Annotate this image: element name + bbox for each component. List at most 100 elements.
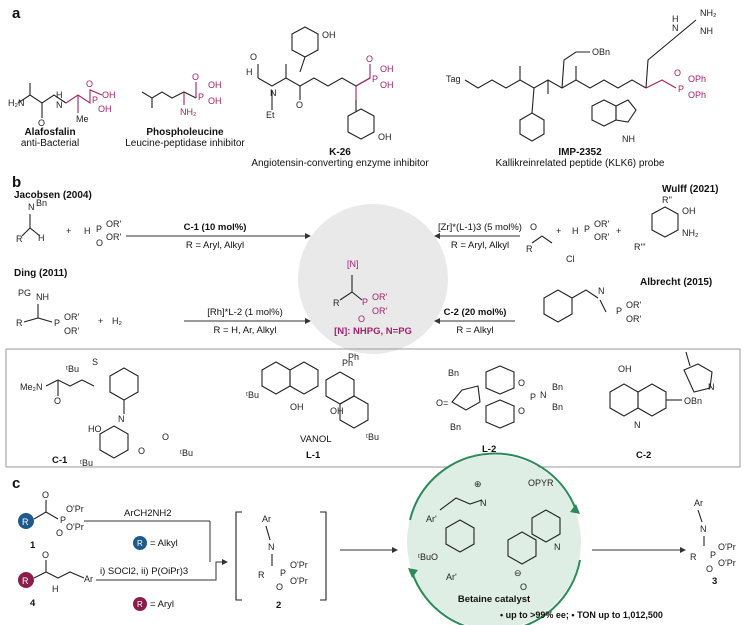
svg-text:OBn: OBn [592, 47, 610, 57]
ref-jacobsen: Jacobsen (2004) [14, 190, 92, 201]
svg-text:ᵗBu: ᵗBu [366, 432, 379, 442]
svg-text:OH: OH [330, 406, 344, 416]
svg-text:OH: OH [290, 402, 304, 412]
svg-text:Ph: Ph [348, 352, 359, 362]
svg-text:O: O [518, 406, 525, 416]
svg-text:OPYR: OPYR [528, 478, 554, 488]
cond-zr: [Zr]*(L-1)3 (5 mol%) [438, 222, 522, 233]
svg-text:NH₂: NH₂ [682, 228, 699, 238]
svg-text:⊕: ⊕ [474, 479, 482, 489]
svg-text:OPh: OPh [688, 90, 706, 100]
svg-text:P: P [584, 224, 590, 234]
svg-text:NH: NH [700, 26, 713, 36]
c2-structure: OH N OBn N [609, 351, 715, 430]
svg-text:O=: O= [436, 398, 448, 408]
svg-text:NH: NH [36, 292, 49, 302]
svg-text:P: P [678, 84, 684, 94]
c1-structure: Me₂N O ᵗBu S N HO ᵗBu O O ᵗBu [20, 357, 193, 468]
svg-text:Ar': Ar' [426, 514, 437, 524]
svg-text:P: P [96, 224, 102, 234]
cond-rh: [Rh]*L-2 (1 mol%) [207, 307, 283, 318]
svg-text:OR': OR' [372, 306, 388, 316]
svg-text:ᵗBu: ᵗBu [66, 364, 79, 374]
svg-text:O'Pr: O'Pr [718, 542, 736, 552]
svg-text:R'': R'' [662, 195, 672, 205]
svg-text:O: O [296, 100, 303, 110]
svg-text:OH: OH [618, 364, 632, 374]
svg-text:N: N [480, 498, 487, 508]
svg-text:Me₂N: Me₂N [20, 382, 43, 392]
reagent-top: ArCH2NH2 [124, 508, 172, 519]
svg-text:N: N [708, 382, 715, 392]
svg-text:H: H [246, 67, 253, 77]
phospholeucine-structure: NH₂ O P OH OH [141, 72, 222, 117]
svg-text:O'Pr: O'Pr [66, 504, 84, 514]
svg-text:+: + [556, 226, 561, 236]
catalyst-label-vanol: VANOL [300, 434, 332, 445]
l2-structure: Bn O= Bn O P O N Bn Bn [436, 365, 563, 432]
svg-text:O'Pr: O'Pr [290, 576, 308, 586]
compound-4-structure: R O H Ar [18, 550, 93, 594]
svg-text:O: O [86, 79, 93, 89]
svg-text:P: P [280, 568, 286, 578]
betaine-catalyst-label: Betaine catalyst [457, 594, 531, 605]
svg-text:OH: OH [380, 64, 394, 74]
svg-text:OR': OR' [594, 232, 610, 242]
svg-text:H: H [52, 584, 59, 594]
compound-desc: anti-Bacterial [20, 138, 80, 149]
svg-text:O: O [42, 550, 49, 560]
svg-text:O: O [674, 68, 681, 78]
catalyst-label-l1: L-1 [306, 450, 321, 461]
svg-text:O: O [162, 432, 169, 442]
catalyst-label-c2: C-2 [636, 450, 652, 461]
panel-b-letter: b [12, 174, 22, 191]
svg-text:OR': OR' [64, 312, 80, 322]
cond-rh-r: R = H, Ar, Alkyl [213, 325, 277, 336]
compound-desc: Kallikreinrelated peptide (KLK6) probe [495, 158, 665, 169]
svg-text:OH: OH [102, 90, 116, 100]
svg-text:H: H [56, 90, 63, 100]
svg-text:O: O [56, 528, 63, 538]
svg-text:R: R [690, 552, 697, 562]
albrecht-substrate: Cl N P OR' OR' [543, 254, 642, 324]
k26-structure: OH O H N Et O O P OH OH OH [246, 26, 394, 142]
svg-text:R: R [137, 600, 143, 609]
cond-c1: C-1 (10 mol%) [130, 222, 300, 233]
svg-text:R''': R''' [634, 242, 646, 252]
compound-name: Alafosfalin [24, 127, 76, 138]
svg-text:H: H [672, 14, 679, 24]
ding-substrate: PG NH R P OR' OR' + H₂ [16, 288, 122, 336]
svg-text:R: R [22, 576, 29, 586]
svg-text:O: O [192, 72, 199, 82]
svg-text:ᵗBu: ᵗBu [246, 390, 259, 400]
svg-text:+: + [98, 316, 103, 326]
catalyst-label-c1: C-1 [52, 455, 68, 466]
svg-text:P: P [92, 95, 98, 105]
center-note: [N]: NHPG, N=PG [334, 326, 412, 337]
svg-text:ᵗBuO: ᵗBuO [418, 552, 438, 562]
compound-number-1: 1 [30, 540, 36, 551]
ref-ding: Ding (2011) [14, 268, 68, 279]
wulff-substrates: O R + H P OR' OR' + R'' OH NH₂ R''' [526, 195, 699, 254]
svg-text:Bn: Bn [448, 368, 459, 378]
compound-number-3: 3 [712, 576, 718, 587]
svg-text:Bn: Bn [450, 422, 461, 432]
svg-text:O: O [530, 222, 537, 232]
svg-text:OR': OR' [64, 326, 80, 336]
svg-text:O: O [518, 378, 525, 388]
svg-text:O: O [366, 54, 373, 64]
svg-text:OH: OH [208, 96, 222, 106]
svg-text:PG: PG [18, 288, 31, 298]
svg-text:N: N [700, 524, 707, 534]
svg-text:H: H [84, 226, 91, 236]
svg-text:OH: OH [98, 104, 112, 114]
cond-text: C-1 (10 mol%) [183, 222, 247, 233]
r-alkyl-label: = Alkyl [150, 538, 178, 549]
svg-text:OH: OH [682, 206, 696, 216]
compound-desc: Leucine-peptidase inhibitor [125, 138, 245, 149]
svg-text:N: N [554, 542, 561, 552]
catalyst-box [5, 348, 741, 468]
cond-c2: C-2 (20 mol%) [443, 307, 507, 318]
ref-wulff: Wulff (2021) [662, 184, 719, 195]
